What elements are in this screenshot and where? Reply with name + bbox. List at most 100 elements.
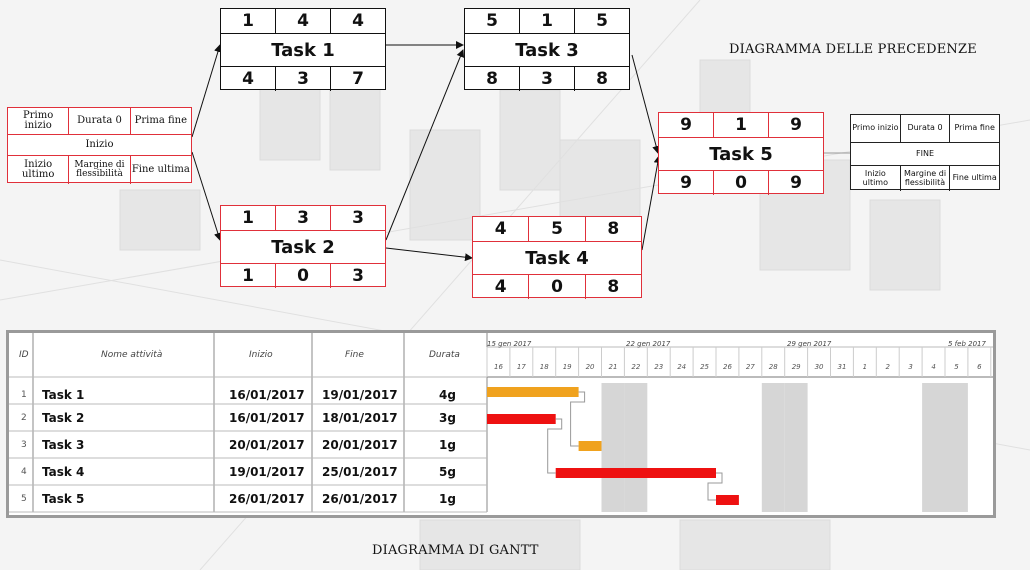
legend-end-prima-fine: Prima fine xyxy=(949,115,999,142)
day-tick-label: 21 xyxy=(608,363,617,371)
arrow-task3-task5 xyxy=(632,55,658,153)
day-tick-label: 29 xyxy=(792,363,801,371)
node-value: 3 xyxy=(275,206,330,230)
legend-prima-fine: Prima fine xyxy=(130,108,191,134)
node-value: 3 xyxy=(519,67,574,91)
row-task-name: Task 5 xyxy=(42,487,84,510)
day-tick-label: 30 xyxy=(815,363,824,371)
row-task-name: Task 2 xyxy=(42,406,84,429)
arrow-task2-task4 xyxy=(386,248,472,258)
header-end: Fine xyxy=(345,350,364,360)
row-end-date: 18/01/2017 xyxy=(322,406,398,429)
day-tick-label: 31 xyxy=(837,363,846,371)
row-end-date: 26/01/2017 xyxy=(322,487,398,510)
node-value: 9 xyxy=(768,113,823,137)
header-name: Nome attività xyxy=(101,350,162,360)
dependency-link xyxy=(548,419,562,473)
node-value: 0 xyxy=(528,275,584,299)
gantt-bar xyxy=(487,387,579,397)
legend-end-fine: FINE xyxy=(851,143,999,165)
legend-inizio-ultimo: Inizio ultimo xyxy=(8,156,68,184)
legend-node-end: Primo inizio Durata 0 Prima fine FINE In… xyxy=(850,114,1000,190)
node-value: 7 xyxy=(330,67,385,91)
node-value: 5 xyxy=(465,9,519,33)
day-tick-label: 22 xyxy=(631,363,640,371)
day-tick-label: 16 xyxy=(494,363,503,371)
node-value: 4 xyxy=(330,9,385,33)
gantt-bar xyxy=(487,414,556,424)
legend-node-start: Primo inizio Durata 0 Prima fine Inizio … xyxy=(7,107,192,183)
day-tick-label: 20 xyxy=(586,363,595,371)
day-tick-label: 17 xyxy=(517,363,526,371)
arrow-task2-task3 xyxy=(386,50,463,240)
node-value: 8 xyxy=(465,67,519,91)
row-id: 5 xyxy=(21,487,27,510)
node-task-2: 133 Task 2 103 xyxy=(220,205,386,287)
node-value: 0 xyxy=(275,264,330,288)
dependency-link xyxy=(571,392,585,446)
row-end-date: 25/01/2017 xyxy=(322,460,398,483)
row-id: 3 xyxy=(21,433,27,456)
row-start-date: 20/01/2017 xyxy=(229,433,305,456)
row-task-name: Task 3 xyxy=(42,433,84,456)
gantt-grid: 16171819202122232425262728293031123456 xyxy=(9,333,993,515)
legend-end-inizio-ultimo: Inizio ultimo xyxy=(851,166,900,191)
row-start-date: 26/01/2017 xyxy=(229,487,305,510)
node-value: 4 xyxy=(221,67,275,91)
gantt-bar xyxy=(579,441,602,451)
node-value: 8 xyxy=(585,217,641,241)
header-id: ID xyxy=(19,350,29,360)
node-title: Task 4 xyxy=(473,242,641,274)
weekend-shade xyxy=(785,383,808,512)
node-value: 9 xyxy=(768,171,823,195)
gantt-chart: 16171819202122232425262728293031123456 I… xyxy=(6,330,996,518)
legend-fine-ultima: Fine ultima xyxy=(130,156,191,184)
node-value: 1 xyxy=(713,113,768,137)
day-tick-label: 3 xyxy=(908,363,912,371)
node-value: 9 xyxy=(659,113,713,137)
gantt-bar xyxy=(716,495,739,505)
row-end-date: 20/01/2017 xyxy=(322,433,398,456)
day-tick-label: 28 xyxy=(769,363,778,371)
day-tick-label: 1 xyxy=(863,363,867,371)
day-tick-label: 6 xyxy=(977,363,982,371)
day-tick-label: 27 xyxy=(746,363,755,371)
node-task-3: 515 Task 3 838 xyxy=(464,8,630,90)
header-start: Inizio xyxy=(249,350,273,360)
node-title: Task 5 xyxy=(659,138,823,170)
gantt-bar xyxy=(556,468,716,478)
arrow-task4-task5 xyxy=(642,156,659,250)
node-value: 3 xyxy=(275,67,330,91)
day-tick-label: 23 xyxy=(654,363,663,371)
node-value: 5 xyxy=(528,217,584,241)
day-tick-label: 24 xyxy=(677,363,686,371)
legend-end-margine: Margine di flessibilità xyxy=(900,166,950,191)
week-label: 15 gen 2017 xyxy=(487,340,531,348)
arrow-start-task1 xyxy=(192,45,220,137)
node-value: 1 xyxy=(221,264,275,288)
node-value: 4 xyxy=(275,9,330,33)
row-task-name: Task 4 xyxy=(42,460,84,483)
node-value: 4 xyxy=(473,275,528,299)
node-value: 1 xyxy=(519,9,574,33)
arrow-start-task2 xyxy=(192,152,220,240)
node-title: Task 3 xyxy=(465,34,629,66)
row-end-date: 19/01/2017 xyxy=(322,383,398,406)
row-duration: 1g xyxy=(439,487,456,510)
legend-inizio: Inizio xyxy=(8,135,191,155)
day-tick-label: 4 xyxy=(931,363,935,371)
legend-end-primo-inizio: Primo inizio xyxy=(851,115,900,142)
node-title: Task 2 xyxy=(221,231,385,263)
legend-end-durata: Durata 0 xyxy=(900,115,950,142)
day-tick-label: 19 xyxy=(563,363,572,371)
node-value: 4 xyxy=(473,217,528,241)
legend-primo-inizio: Primo inizio xyxy=(8,108,68,134)
node-value: 1 xyxy=(221,206,275,230)
day-tick-label: 25 xyxy=(700,363,709,371)
row-id: 2 xyxy=(21,406,27,429)
row-id: 1 xyxy=(21,383,27,406)
day-tick-label: 26 xyxy=(723,363,732,371)
week-label: 5 feb 2017 xyxy=(948,340,986,348)
week-label: 22 gen 2017 xyxy=(626,340,670,348)
